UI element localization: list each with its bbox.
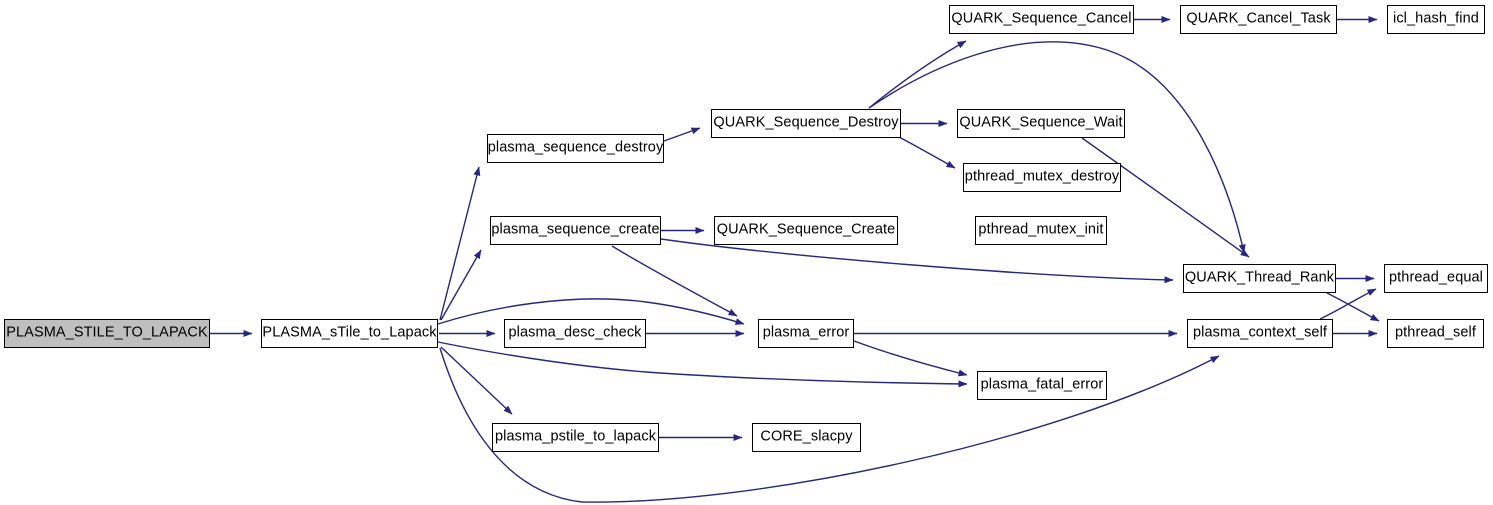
call-edge [440,346,513,415]
graph-node-label: QUARK_Sequence_Cancel [951,10,1132,27]
call-edge [660,238,1174,284]
graph-node-label: plasma_sequence_destroy [487,139,664,156]
graph-node-label: plasma_error [762,324,850,341]
graph-node-label: QUARK_Thread_Rank [1184,269,1335,286]
call-edge [1081,137,1250,258]
graph-node-icl-hash-find[interactable]: icl_hash_find [1387,5,1485,34]
call-edge [439,166,481,321]
graph-node-plasma-pstile-to-lapack[interactable]: plasma_pstile_to_lapack [492,423,659,452]
call-edge [440,249,482,321]
graph-node-plasma-context-self[interactable]: plasma_context_self [1187,319,1333,348]
call-edge [898,136,956,169]
graph-node-plasma-stile-to-lapack[interactable]: PLASMA_sTile_to_Lapack [261,319,438,348]
graph-node-label: QUARK_Cancel_Task [1186,10,1331,27]
graph-node-plasma-stile-to-lapack-root[interactable]: PLASMA_STILE_TO_LAPACK [4,319,210,348]
graph-node-label: CORE_slacpy [760,428,853,445]
graph-node-plasma-sequence-create[interactable]: plasma_sequence_create [490,216,661,245]
graph-node-label: PLASMA_STILE_TO_LAPACK [6,324,208,341]
call-edge [1326,292,1380,322]
graph-node-label: plasma_fatal_error [980,376,1104,393]
call-edge [868,40,967,109]
graph-node-quark-cancel-task[interactable]: QUARK_Cancel_Task [1180,5,1337,34]
graph-node-plasma-sequence-destroy[interactable]: plasma_sequence_destroy [487,134,664,163]
graph-node-label: plasma_pstile_to_lapack [494,428,657,445]
graph-node-quark-thread-rank[interactable]: QUARK_Thread_Rank [1183,264,1336,293]
graph-node-quark-sequence-cancel[interactable]: QUARK_Sequence_Cancel [949,5,1134,34]
graph-node-label: plasma_context_self [1192,324,1328,341]
graph-node-plasma-desc-check[interactable]: plasma_desc_check [504,319,646,348]
graph-node-label: QUARK_Sequence_Create [716,221,896,238]
graph-node-label: pthread_self [1394,324,1476,341]
graph-node-pthread-equal[interactable]: pthread_equal [1384,264,1488,293]
graph-node-plasma-error[interactable]: plasma_error [758,319,854,348]
call-edge [611,245,738,317]
graph-node-pthread-mutex-destroy[interactable]: pthread_mutex_destroy [963,163,1121,192]
graph-node-label: PLASMA_sTile_to_Lapack [262,324,437,341]
graph-node-label: pthread_equal [1388,269,1484,286]
graph-node-plasma-fatal-error[interactable]: plasma_fatal_error [977,371,1107,400]
graph-node-label: pthread_mutex_init [978,221,1104,238]
graph-node-core-slacpy[interactable]: CORE_slacpy [752,423,861,452]
call-edge [1319,288,1377,320]
call-edge [437,341,968,388]
graph-node-quark-sequence-destroy[interactable]: QUARK_Sequence_Destroy [711,109,901,138]
graph-node-label: icl_hash_find [1393,10,1479,27]
graph-node-label: QUARK_Sequence_Destroy [713,114,899,131]
graph-node-label: plasma_desc_check [508,324,642,341]
graph-node-label: plasma_sequence_create [491,221,660,238]
graph-node-pthread-mutex-init[interactable]: pthread_mutex_init [975,216,1107,245]
graph-node-label: pthread_mutex_destroy [964,168,1120,185]
call-edge [663,127,701,142]
graph-node-quark-sequence-create[interactable]: QUARK_Sequence_Create [714,216,898,245]
graph-node-quark-sequence-wait[interactable]: QUARK_Sequence_Wait [957,109,1125,138]
call-edge [853,340,968,377]
graph-node-pthread-self[interactable]: pthread_self [1387,319,1484,348]
graph-node-label: QUARK_Sequence_Wait [959,114,1123,131]
